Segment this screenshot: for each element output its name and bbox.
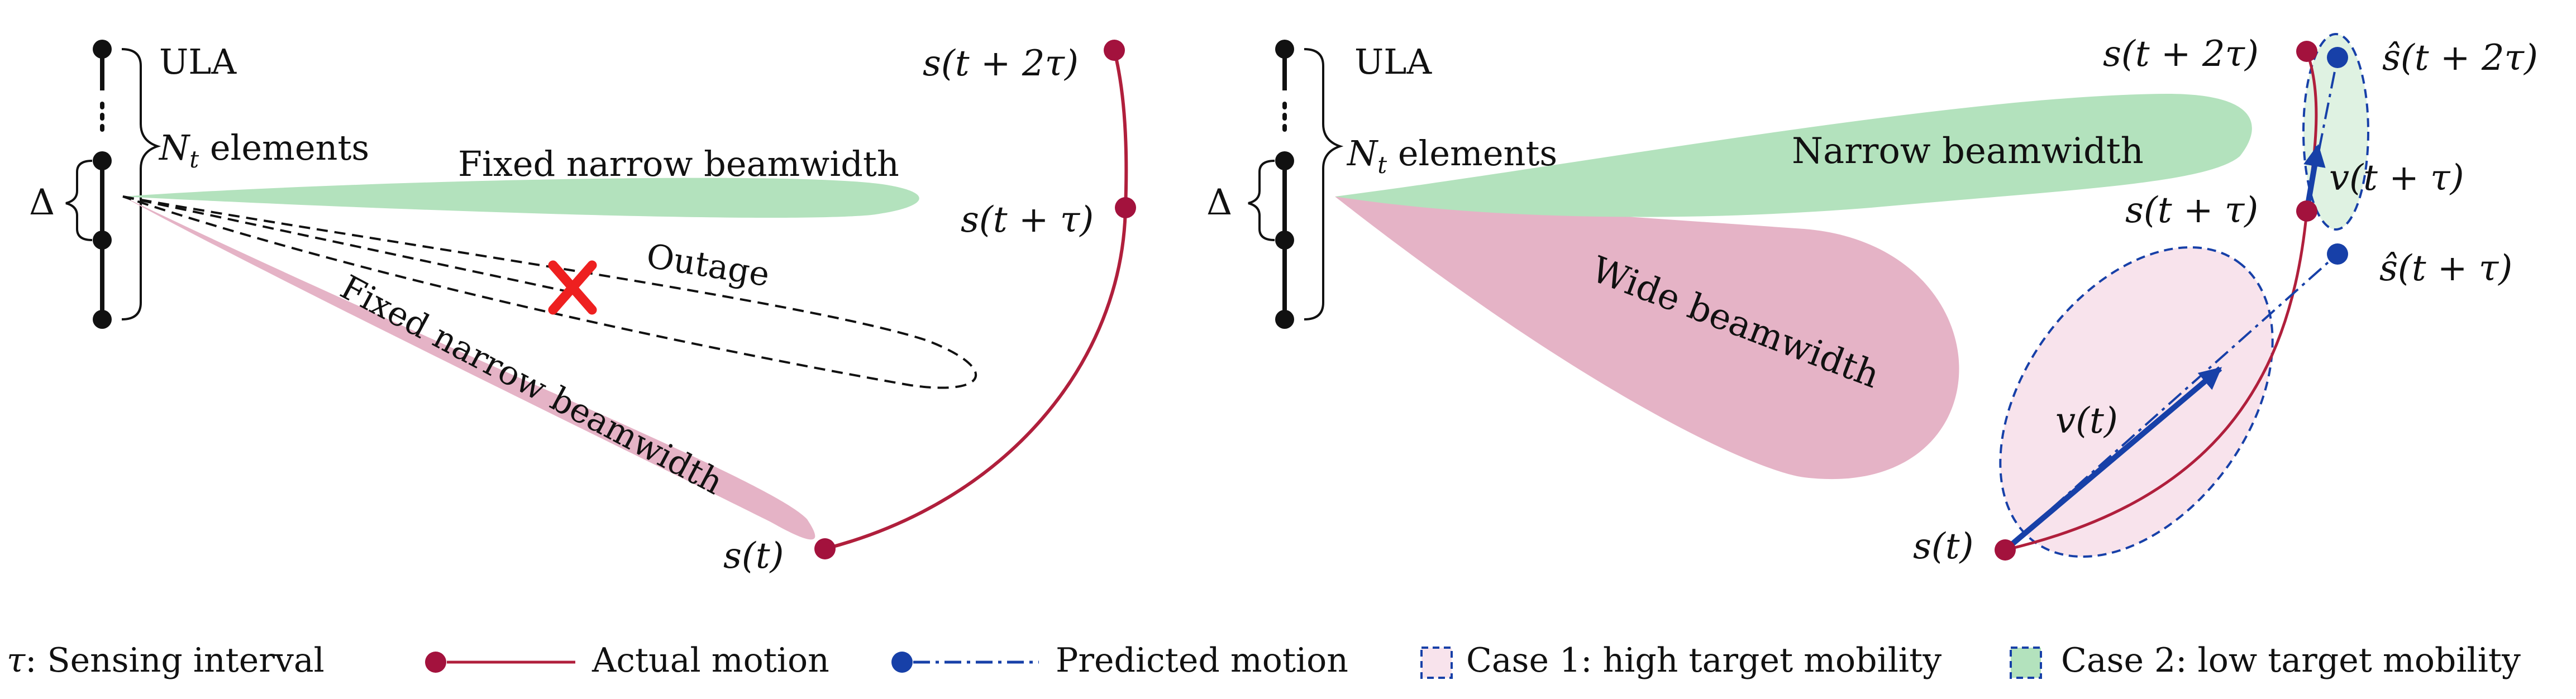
velocity-arrow-t bbox=[2003, 366, 2222, 552]
left-ula-array bbox=[93, 40, 112, 329]
legend-actual-motion: Actual motion bbox=[425, 641, 829, 680]
left-pos-t-tau-marker bbox=[1115, 197, 1136, 218]
pred-t-2tau-marker bbox=[2327, 47, 2348, 68]
velocity-arrow-t-tau bbox=[2303, 144, 2326, 212]
left-panel: ULA Nt elements Δ Fixed narrow beamwidth… bbox=[29, 40, 1136, 577]
legend-predicted-marker bbox=[891, 652, 913, 673]
right-spacing-label: Δ bbox=[1206, 182, 1232, 223]
legend-predicted-label: Predicted motion bbox=[1056, 641, 1348, 680]
velocity-t-label: v(t) bbox=[2055, 400, 2118, 442]
right-pos-t-2tau-label: s(t + 2τ) bbox=[2103, 33, 2259, 75]
ula-element bbox=[93, 231, 112, 250]
spacing-brace bbox=[65, 160, 93, 241]
elements-brace bbox=[1304, 48, 1344, 320]
left-pos-t-label: s(t) bbox=[723, 535, 784, 577]
legend-sensing-interval: τ: Sensing interval bbox=[7, 641, 325, 680]
legend-case1: Case 1: high target mobility bbox=[1420, 641, 1941, 680]
legend-case2-label: Case 2: low target mobility bbox=[2061, 641, 2521, 680]
narrow-beam-label: Narrow beamwidth bbox=[1792, 131, 2144, 172]
spacing-brace bbox=[1248, 160, 1275, 241]
elements-brace bbox=[121, 48, 161, 320]
left-pos-t-marker bbox=[814, 538, 836, 559]
ula-element bbox=[93, 40, 112, 59]
left-pink-narrow-beam bbox=[123, 197, 815, 540]
left-actual-trajectory bbox=[824, 50, 1128, 550]
legend-case1-swatch bbox=[1420, 647, 1453, 679]
right-pos-t-label: s(t) bbox=[1913, 526, 1974, 567]
ula-element bbox=[1275, 151, 1294, 170]
ula-element bbox=[1275, 40, 1294, 59]
left-pos-t-2tau-label: s(t + 2τ) bbox=[923, 43, 1079, 84]
ula-element bbox=[93, 310, 112, 329]
right-actual-trajectory bbox=[2005, 51, 2318, 552]
outage-dashed-lobe bbox=[122, 195, 977, 389]
pred-t-tau-marker bbox=[2327, 243, 2348, 265]
legend-case2: Case 2: low target mobility bbox=[2010, 641, 2521, 680]
left-ula-label: ULA bbox=[159, 41, 237, 82]
right-ula-array bbox=[1275, 40, 1294, 329]
narrow-beam bbox=[1335, 94, 2252, 217]
right-elements-label: Nt elements bbox=[1346, 133, 1557, 179]
right-pos-t-2tau-marker bbox=[2296, 41, 2317, 62]
legend: τ: Sensing interval Actual motion Predic… bbox=[7, 641, 2521, 680]
ula-element bbox=[1275, 310, 1294, 329]
wide-beam bbox=[1335, 197, 1959, 480]
left-beam-top-label: Fixed narrow beamwidth bbox=[458, 143, 899, 184]
right-pos-t-tau-marker bbox=[2296, 200, 2317, 222]
predicted-path-2 bbox=[2306, 57, 2339, 212]
left-green-narrow-beam bbox=[123, 178, 919, 218]
right-panel: ULA Nt elements Δ Narrow beamwidth Wide … bbox=[1206, 33, 2538, 567]
left-elements-label: Nt elements bbox=[158, 127, 369, 173]
legend-case2-swatch bbox=[2010, 647, 2042, 679]
left-pos-t-2tau-marker bbox=[1104, 40, 1125, 61]
velocity-t-tau-label: v(t + τ) bbox=[2329, 157, 2464, 199]
right-pos-t-marker bbox=[1995, 539, 2016, 561]
legend-actual-label: Actual motion bbox=[591, 641, 829, 680]
legend-actual-marker bbox=[425, 652, 446, 673]
left-beam-bottom-label: Fixed narrow beamwidth bbox=[334, 267, 729, 502]
ula-element bbox=[1275, 231, 1294, 250]
right-ula-label: ULA bbox=[1354, 41, 1432, 82]
left-spacing-label: Δ bbox=[29, 182, 55, 223]
pred-t-tau-label: ŝ(t + τ) bbox=[2379, 248, 2512, 289]
outage-x-mark bbox=[548, 260, 597, 315]
case2-region bbox=[2302, 33, 2369, 231]
legend-case1-label: Case 1: high target mobility bbox=[1466, 641, 1941, 680]
pred-t-2tau-label: ŝ(t + 2τ) bbox=[2382, 37, 2538, 79]
outage-dashed-line bbox=[122, 195, 576, 294]
outage-label: Outage bbox=[644, 237, 772, 295]
ula-element bbox=[93, 151, 112, 170]
legend-predicted-motion: Predicted motion bbox=[891, 641, 1348, 680]
left-pos-t-tau-label: s(t + τ) bbox=[961, 199, 1094, 241]
right-pos-t-tau-label: s(t + τ) bbox=[2125, 190, 2258, 231]
